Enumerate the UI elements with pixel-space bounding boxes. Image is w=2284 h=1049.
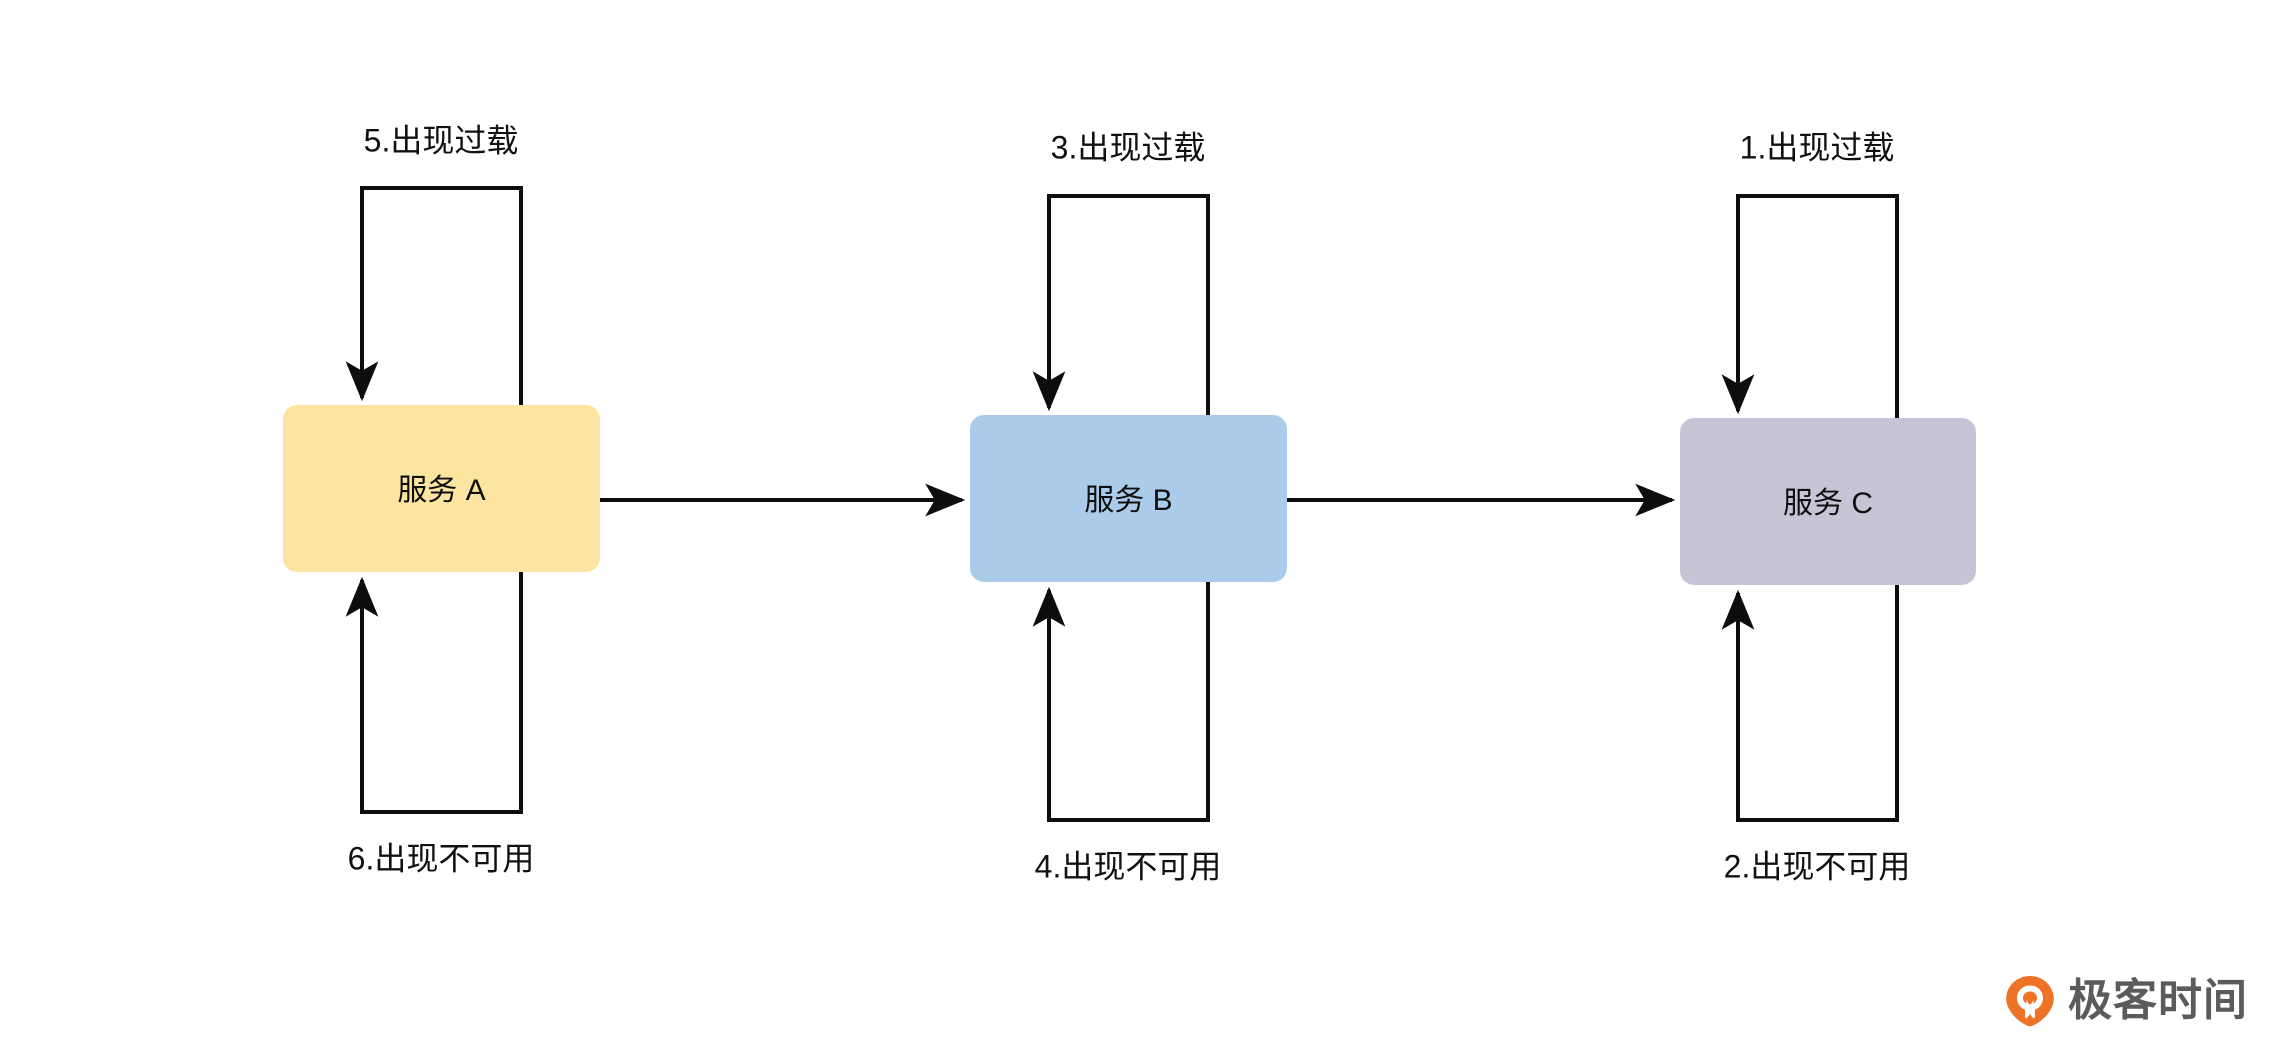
node-service-a[interactable] <box>283 405 600 572</box>
watermark-text: 极客时间 <box>2068 975 2248 1026</box>
node-service-a-label: 服务 A <box>397 474 485 507</box>
node-service-b-label: 服务 B <box>1084 484 1172 517</box>
loop-b-unavailable-path <box>1032 582 1210 822</box>
loop-c-unavailable-path <box>1721 585 1899 822</box>
loop-a-unavailable-path <box>345 572 523 814</box>
node-service-c-label: 服务 C <box>1783 487 1873 520</box>
watermark: 极客时间 <box>2004 975 2248 1027</box>
loop-c-unavailable-label: 2.出现不可用 <box>1724 848 1911 884</box>
loop-b-overload-path <box>1032 194 1210 415</box>
loop-a-overload-label: 5.出现过载 <box>364 122 519 158</box>
node-service-c[interactable] <box>1680 418 1976 585</box>
loop-b-unavailable-label: 4.出现不可用 <box>1035 848 1222 884</box>
node-service-b[interactable] <box>970 415 1287 582</box>
loop-a-unavailable-label: 6.出现不可用 <box>348 840 535 876</box>
geektime-logo-icon <box>2004 975 2056 1027</box>
loop-c-overload-label: 1.出现过载 <box>1740 129 1895 165</box>
loop-b-overload-label: 3.出现过载 <box>1051 129 1206 165</box>
loop-c-overload-path <box>1721 194 1899 418</box>
loop-a-overload-path <box>345 186 523 405</box>
